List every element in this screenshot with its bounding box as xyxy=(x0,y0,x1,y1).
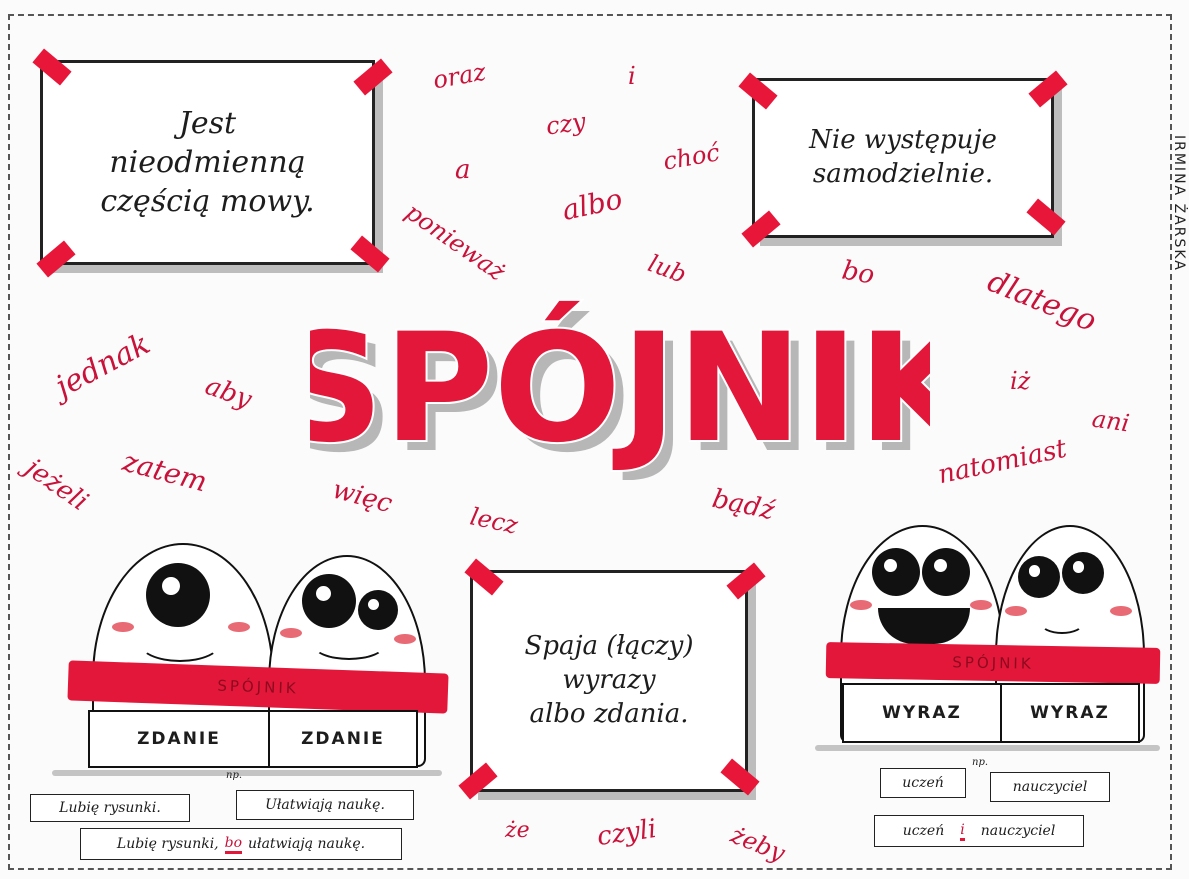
mascot-smile xyxy=(1040,612,1084,634)
example-combined-right-after: nauczyciel xyxy=(980,823,1056,839)
mascot-blush xyxy=(970,600,992,610)
example-combined-left-conj: bo xyxy=(224,835,243,854)
mascot-blush xyxy=(1110,606,1132,616)
scarf-right: SPÓJNIK xyxy=(825,642,1161,684)
sign-wyraz-1: WYRAZ xyxy=(842,683,1002,743)
title-shadow: SPÓJNIK xyxy=(310,311,930,486)
mascot-eye-icon xyxy=(922,548,970,596)
mascot-blush xyxy=(228,622,250,632)
note-definition-line-3: częścią mowy. xyxy=(100,184,315,219)
ground-line xyxy=(815,745,1160,751)
mascot-blush xyxy=(112,622,134,632)
example-combined-right: uczeń i nauczyciel xyxy=(874,815,1084,847)
example-sentence-2: Ułatwiają naukę. xyxy=(236,790,414,820)
word-a: a xyxy=(455,155,471,185)
example-combined-left-after: ułatwiają naukę. xyxy=(248,836,366,852)
mascot-smile xyxy=(312,628,386,660)
note-function-line-3: albo zdania. xyxy=(529,698,689,729)
note-function-line-2: wyrazy xyxy=(562,665,656,696)
word-iz: iż xyxy=(1010,367,1031,395)
title-text: SPÓJNIK xyxy=(310,301,930,476)
example-word-2: nauczyciel xyxy=(990,772,1110,802)
note-definition-line-1: Jest xyxy=(178,106,237,141)
note-not-standalone-line-1: Nie występuje xyxy=(809,125,997,156)
np-label-right: np. xyxy=(972,757,989,768)
word-i: i xyxy=(628,62,636,90)
mascot-blush xyxy=(394,634,416,644)
mascot-eye-icon xyxy=(1018,556,1060,598)
title-spojnik: SPÓJNIK SPÓJNIK xyxy=(310,299,930,486)
sign-zdanie-2: ZDANIE xyxy=(268,710,418,768)
example-combined-right-conj: i xyxy=(960,822,965,841)
example-combined-right-before: uczeń xyxy=(902,823,945,839)
mascot-eye-icon xyxy=(146,563,210,627)
mascot-eye-icon xyxy=(302,574,356,628)
dashed-frame xyxy=(8,14,1172,870)
word-ze: że xyxy=(505,818,530,843)
word-bo: bo xyxy=(839,255,877,291)
note-not-standalone-line-2: samodzielnie. xyxy=(812,159,994,189)
mascot-blush xyxy=(280,628,302,638)
example-combined-left: Lubię rysunki, bo ułatwiają naukę. xyxy=(80,828,402,860)
mascot-smile xyxy=(138,622,222,662)
word-czy: czy xyxy=(544,107,588,141)
mascot-blush xyxy=(1005,606,1027,616)
mascot-blush xyxy=(850,600,872,610)
author-signature: IRMINA ŻARSKA xyxy=(1171,135,1187,272)
ground-line xyxy=(52,770,442,776)
note-function-line-1: Spaja (łączy) xyxy=(524,631,694,662)
np-label-left: np. xyxy=(226,770,243,781)
word-ani: ani xyxy=(1090,404,1132,438)
note-definition: Jest nieodmienną częścią mowy. xyxy=(40,60,375,265)
note-function: Spaja (łączy) wyrazy albo zdania. xyxy=(470,570,748,792)
example-combined-left-before: Lubię rysunki, xyxy=(116,836,219,852)
note-not-standalone: Nie występuje samodzielnie. xyxy=(752,78,1054,238)
mascot-eye-icon xyxy=(872,548,920,596)
mascot-eye-icon xyxy=(358,590,398,630)
note-definition-line-2: nieodmienną xyxy=(109,145,306,180)
mascot-eye-icon xyxy=(1062,552,1104,594)
example-word-1: uczeń xyxy=(880,768,966,798)
sign-wyraz-2: WYRAZ xyxy=(1000,683,1140,743)
sign-zdanie-1: ZDANIE xyxy=(88,710,270,768)
example-sentence-1: Lubię rysunki. xyxy=(30,794,190,822)
